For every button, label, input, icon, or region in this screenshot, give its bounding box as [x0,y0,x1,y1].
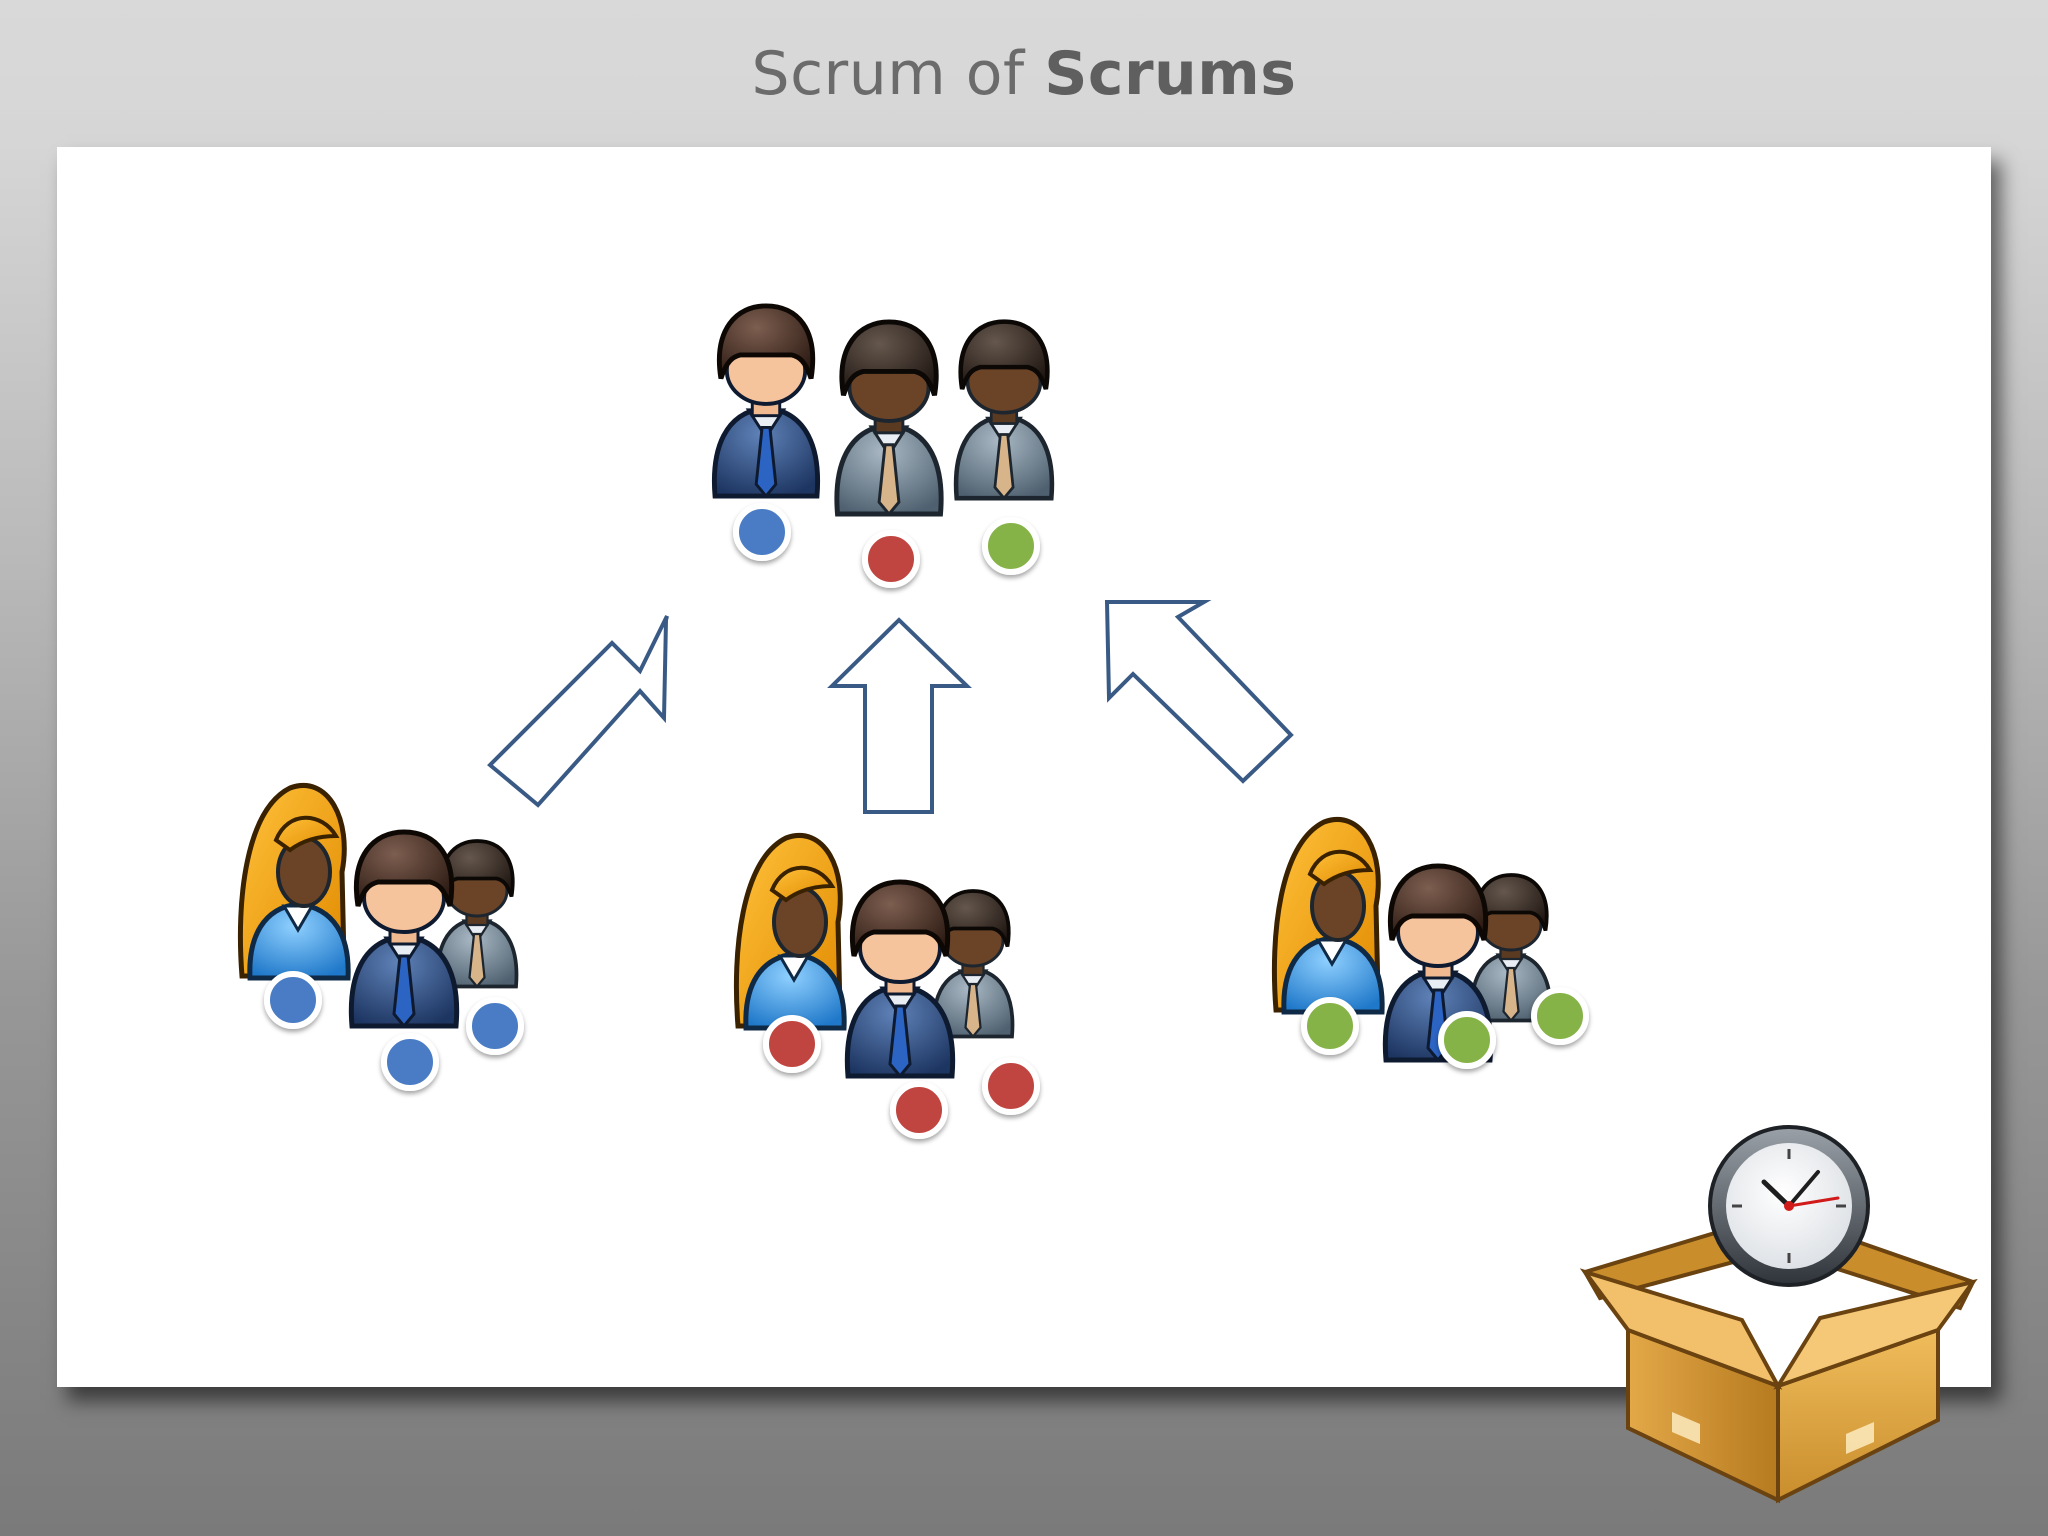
team-marker-blue [381,1033,439,1091]
team-marker-red [890,1081,948,1139]
team-marker-green [1438,1011,1496,1069]
arrow-right-to-top [1104,600,1294,784]
arrow-center-to-top [827,617,972,814]
slide-title-prefix: Scrum of [751,39,1045,109]
team-marker-green [1301,997,1359,1055]
clock-icon [1708,1125,1870,1287]
open-box-icon [1579,1211,1978,1504]
team-blue [240,785,524,1091]
person-icon [956,322,1052,499]
team-marker-green [1531,987,1589,1045]
title-bar: Scrum of Scrums [0,0,2048,148]
team-marker-blue [264,971,322,1029]
arrow-left-to-top [487,615,669,808]
team-marker-red [763,1015,821,1073]
team-marker-blue [733,503,791,561]
scrum-of-scrums-group [714,306,1052,588]
slide-title-emphasis: Scrums [1044,39,1297,109]
team-marker-red [982,1057,1040,1115]
team-marker-green [982,517,1040,575]
person-icon [714,306,817,496]
team-marker-red [862,530,920,588]
team-green [1274,819,1589,1069]
team-red [736,835,1040,1139]
slide-title: Scrum of Scrums [751,39,1296,109]
team-marker-blue [466,997,524,1055]
person-icon [837,322,941,514]
arrow-up-icon [487,600,1294,814]
